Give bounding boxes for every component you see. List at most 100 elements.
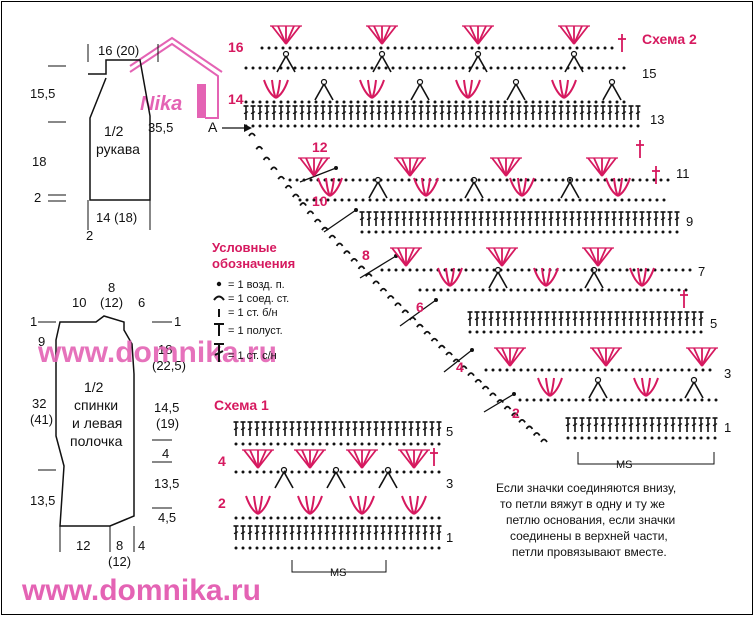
chain-dot xyxy=(650,330,654,334)
chain-dot xyxy=(533,368,537,372)
chain-dot xyxy=(416,546,420,550)
chain-dot xyxy=(529,198,533,202)
edge-slip-stitch xyxy=(328,234,337,239)
chain-dot xyxy=(311,470,315,474)
chain-dot xyxy=(578,198,582,202)
chain-dot xyxy=(596,368,600,372)
chain-dot xyxy=(549,230,553,234)
chain-dot xyxy=(517,100,521,104)
body-right-225: (22,5) xyxy=(152,358,186,373)
scheme2-ms: MS xyxy=(616,459,633,471)
chain-dot xyxy=(440,124,444,128)
chain-dot xyxy=(346,516,350,520)
chain-dot xyxy=(290,546,294,550)
chain-dot xyxy=(679,398,683,402)
chain-dot xyxy=(454,124,458,128)
chain-dot xyxy=(349,124,353,128)
dc-stitch xyxy=(576,211,582,226)
chain-dot xyxy=(405,124,409,128)
note-line-1: Если значки соединяются внизу, xyxy=(496,481,676,495)
chain-dot xyxy=(622,124,626,128)
chain-dot xyxy=(586,288,590,292)
dc-stitch xyxy=(541,211,547,226)
legend-item-4: = 1 полуст. xyxy=(228,325,283,337)
chain-dot xyxy=(557,198,561,202)
chain-dot xyxy=(286,124,290,128)
dc-stitch xyxy=(261,525,267,540)
chain-dot xyxy=(265,124,269,128)
chain-dot xyxy=(631,368,635,372)
dc-stitch xyxy=(579,105,585,120)
chain-dot xyxy=(311,516,315,520)
chain-dot xyxy=(241,470,245,474)
chain-dot xyxy=(457,268,461,272)
dc-stitch xyxy=(387,421,393,436)
chain-dot xyxy=(636,330,640,334)
dc-stitch xyxy=(394,211,400,226)
pico xyxy=(276,50,296,73)
chain-dot xyxy=(494,198,498,202)
chain-dot xyxy=(304,516,308,520)
chain-dot xyxy=(706,436,710,440)
edge-slip-stitch xyxy=(474,379,483,383)
dc-stitch xyxy=(362,105,368,120)
edge-slip-stitch xyxy=(532,432,541,436)
dc-stitch xyxy=(443,211,449,226)
dc-stitch xyxy=(572,105,578,120)
chain-dot xyxy=(400,46,404,50)
chain-dot xyxy=(276,442,280,446)
scheme2-row-13: 13 xyxy=(650,112,664,127)
sleeve-title-1: 1/2 xyxy=(104,123,124,139)
chain-dot xyxy=(473,198,477,202)
chain-dot xyxy=(525,398,529,402)
chain-dot xyxy=(447,100,451,104)
chain-dot xyxy=(503,66,507,70)
chain-dot xyxy=(582,178,586,182)
chain-dot xyxy=(496,330,500,334)
chain-dot xyxy=(593,288,597,292)
dc-stitch xyxy=(453,105,459,120)
chain-dot xyxy=(552,124,556,128)
dc-stitch xyxy=(586,105,592,120)
chain-dot xyxy=(670,288,674,292)
chain-dot xyxy=(396,198,400,202)
chain-dot xyxy=(487,198,491,202)
chain-dot xyxy=(409,546,413,550)
dc-stitch xyxy=(373,211,379,226)
chain-dot xyxy=(666,368,670,372)
chain-dot xyxy=(430,470,434,474)
dc-stitch xyxy=(303,421,309,436)
chain-stitches xyxy=(234,46,718,550)
edge-slip-stitch xyxy=(343,250,351,255)
chain-dot xyxy=(430,230,434,234)
chain-dot xyxy=(708,368,712,372)
chain-dot xyxy=(412,66,416,70)
chain-dot xyxy=(521,230,525,234)
chain-dot xyxy=(545,100,549,104)
dc-stitch xyxy=(422,421,428,436)
chain-dot xyxy=(442,46,446,50)
chain-dot xyxy=(580,330,584,334)
chain-dot xyxy=(601,330,605,334)
chain-dot xyxy=(594,436,598,440)
chain-dot xyxy=(699,330,703,334)
chain-dot xyxy=(328,100,332,104)
dc-stitch xyxy=(366,525,372,540)
chain-dot xyxy=(542,230,546,234)
chain-dot xyxy=(685,436,689,440)
chain-dot xyxy=(418,288,422,292)
chain-dot xyxy=(597,268,601,272)
chain-dot xyxy=(615,100,619,104)
chain-dot xyxy=(255,442,259,446)
fan-up xyxy=(366,25,398,45)
chain-dot xyxy=(468,124,472,128)
chain-dot xyxy=(349,100,353,104)
chain-dot xyxy=(305,198,309,202)
fan-down xyxy=(245,495,271,515)
dc-stitch xyxy=(481,311,487,326)
chain-dot xyxy=(489,330,493,334)
dc-stitch xyxy=(446,105,452,120)
chain-dot xyxy=(388,230,392,234)
chain-dot xyxy=(559,66,563,70)
chain-dot xyxy=(258,124,262,128)
